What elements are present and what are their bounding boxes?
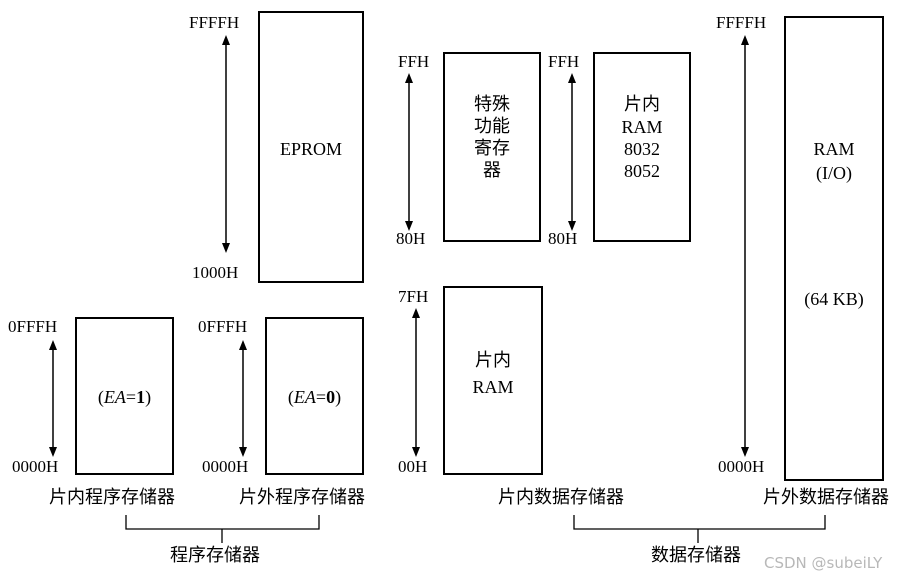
external-data-line-2: (I/O) bbox=[816, 163, 852, 183]
external-program-top-address: 0FFFH bbox=[198, 317, 248, 336]
sfr-line-2: 功能 bbox=[474, 116, 510, 137]
external-program-bottom-address: 0000H bbox=[202, 457, 249, 476]
sfr-bottom-address: 80H bbox=[396, 229, 426, 248]
upper-ram-line-4: 8052 bbox=[624, 161, 660, 181]
sfr-top-address: FFH bbox=[398, 52, 430, 71]
program-memory-caption: 程序存储器 bbox=[170, 545, 260, 566]
external-program-block: (EA=0) bbox=[265, 317, 364, 475]
external-data-block: RAM (I/O) (64 KB) bbox=[784, 16, 884, 481]
upper-ram-line-3: 8032 bbox=[624, 139, 660, 159]
eprom-top-address: FFFFH bbox=[189, 13, 240, 32]
ea-name: EA bbox=[293, 387, 316, 407]
external-program-memory-caption: 片外程序存储器 bbox=[239, 487, 365, 508]
data-memory-bracket bbox=[573, 515, 826, 543]
eprom-block: EPROM bbox=[258, 11, 364, 283]
upper-ram-line-1: 片内 bbox=[624, 94, 660, 115]
ea-1-label: (EA=1) bbox=[97, 387, 152, 407]
lower-ram-top-address: 7FH bbox=[398, 287, 429, 306]
ea-value: 0 bbox=[326, 387, 336, 407]
watermark: CSDN @subeiLY bbox=[764, 554, 883, 572]
upper-ram-block: 片内 RAM 8032 8052 bbox=[593, 52, 691, 242]
ea-value: 1 bbox=[136, 387, 146, 407]
ea-0-label: (EA=0) bbox=[287, 387, 342, 407]
lower-ram-line-1: 片内 bbox=[475, 350, 511, 371]
sfr-line-1: 特殊 bbox=[474, 94, 510, 115]
lower-ram-line-2: RAM bbox=[472, 377, 514, 397]
external-data-size: (64 KB) bbox=[804, 289, 864, 309]
sfr-line-4: 器 bbox=[483, 160, 501, 181]
internal-data-memory-caption: 片内数据存储器 bbox=[498, 487, 624, 508]
upper-ram-top-address: FFH bbox=[548, 52, 580, 71]
external-data-memory-caption: 片外数据存储器 bbox=[763, 487, 889, 508]
upper-ram-line-2: RAM bbox=[621, 117, 663, 137]
program-memory-bracket bbox=[125, 515, 320, 543]
internal-program-top-address: 0FFFH bbox=[8, 317, 58, 336]
data-memory-caption: 数据存储器 bbox=[651, 545, 741, 566]
internal-program-memory-caption: 片内程序存储器 bbox=[49, 487, 175, 508]
external-data-top-address: FFFFH bbox=[716, 13, 767, 32]
external-data-line-1: RAM bbox=[813, 139, 855, 159]
eprom-bottom-address: 1000H bbox=[192, 263, 239, 282]
ea-name: EA bbox=[103, 387, 126, 407]
lower-ram-block: 片内 RAM bbox=[443, 286, 543, 475]
external-data-bottom-address: 0000H bbox=[718, 457, 765, 476]
eprom-label: EPROM bbox=[279, 139, 342, 159]
internal-program-block: (EA=1) bbox=[75, 317, 174, 475]
sfr-line-3: 寄存 bbox=[474, 138, 510, 159]
sfr-block: 特殊 功能 寄存 器 bbox=[443, 52, 541, 242]
lower-ram-bottom-address: 00H bbox=[398, 457, 428, 476]
upper-ram-bottom-address: 80H bbox=[548, 229, 578, 248]
internal-program-bottom-address: 0000H bbox=[12, 457, 59, 476]
